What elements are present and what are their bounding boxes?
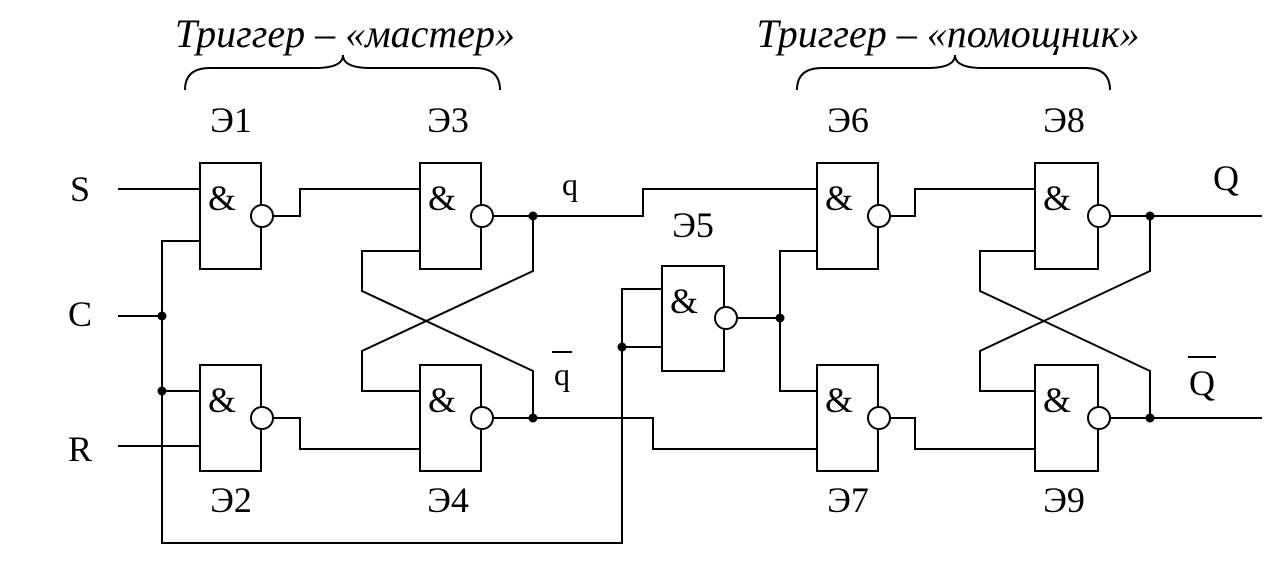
gate-label-e3: Э3 [427, 100, 469, 140]
svg-text:&: & [208, 380, 236, 420]
svg-text:&: & [825, 380, 853, 420]
svg-text:&: & [428, 178, 456, 218]
gate-e8: & [1034, 162, 1111, 270]
helper-title: Триггер – «помощник» [757, 11, 1140, 56]
gate-label-e6: Э6 [827, 100, 869, 140]
gate-e4: & [419, 364, 494, 472]
master-title: Триггер – «мастер» [175, 11, 515, 56]
output-label-Q-bar: Q [1189, 363, 1215, 403]
input-label-r: R [68, 429, 92, 469]
signal-label-q-bar: q [554, 356, 570, 392]
gate-e2: & [199, 364, 274, 472]
output-label-Q: Q [1213, 158, 1239, 198]
junction-dot [157, 386, 167, 396]
gate-label-e9: Э9 [1043, 480, 1085, 520]
svg-text:&: & [1043, 380, 1071, 420]
junction-dot [1145, 413, 1155, 423]
gate-label-e4: Э4 [427, 480, 469, 520]
input-label-s: S [70, 169, 90, 209]
junction-dot [528, 413, 538, 423]
junctions [157, 211, 1155, 423]
gate-e1: & [199, 162, 274, 270]
gate-label-e5: Э5 [672, 205, 714, 245]
svg-text:&: & [825, 178, 853, 218]
master-brace [184, 54, 501, 91]
gate-e6: & [816, 162, 891, 270]
gate-label-e1: Э1 [210, 100, 252, 140]
gate-label-e7: Э7 [827, 480, 869, 520]
junction-dot [1145, 211, 1155, 221]
junction-dot [775, 313, 785, 323]
input-label-c: C [68, 294, 92, 334]
junction-dot [617, 342, 627, 352]
svg-text:&: & [428, 380, 456, 420]
gate-e7: & [816, 364, 891, 472]
svg-text:&: & [1043, 178, 1071, 218]
gate-e5: & [661, 265, 738, 372]
svg-text:&: & [208, 178, 236, 218]
helper-brace [796, 54, 1111, 91]
wires [118, 188, 1262, 544]
gate-e3: & [419, 162, 494, 270]
signal-label-q: q [562, 166, 578, 202]
gate-label-e2: Э2 [210, 480, 252, 520]
junction-dot [157, 311, 167, 321]
gate-label-e8: Э8 [1043, 100, 1085, 140]
gate-e9: & [1034, 364, 1111, 472]
junction-dot [528, 211, 538, 221]
svg-text:&: & [670, 281, 698, 321]
